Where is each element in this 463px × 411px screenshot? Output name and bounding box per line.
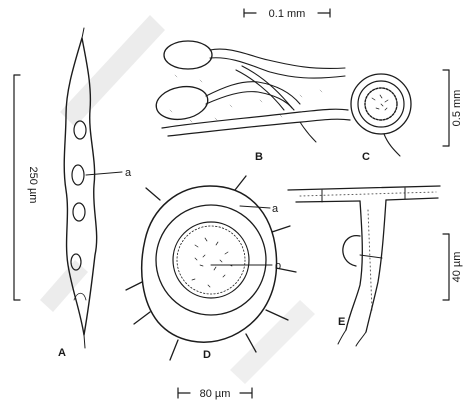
scale-bar-b-label: 0.1 mm: [269, 8, 306, 20]
panel-label-c: C: [362, 151, 370, 163]
scale-bar-e-label: 40 µm: [451, 252, 463, 283]
scale-bar-e: 40 µm: [443, 234, 463, 300]
scale-bar-c: 0.5 mm: [443, 70, 463, 146]
panel-c: C: [351, 74, 411, 163]
label-a-top: a: [125, 167, 132, 179]
scale-bar-b: 0.1 mm: [244, 8, 330, 20]
scale-bar-a-label: 250 µm: [27, 167, 39, 204]
panel-label-b: B: [255, 151, 263, 163]
scale-bar-c-label: 0.5 mm: [451, 90, 463, 127]
panel-label-a: A: [58, 347, 66, 359]
scale-bar-d: 80 µm: [178, 388, 252, 400]
panel-b: B: [154, 41, 350, 163]
scale-bar-d-label: 80 µm: [200, 388, 231, 400]
label-a-d: a: [272, 203, 279, 215]
scale-bar-a: 250 µm: [14, 75, 39, 300]
label-o: o: [275, 260, 281, 272]
panel-label-e: E: [338, 316, 345, 328]
panel-label-d: D: [203, 349, 211, 361]
watermark: [40, 15, 315, 384]
panel-e: E: [288, 186, 440, 346]
